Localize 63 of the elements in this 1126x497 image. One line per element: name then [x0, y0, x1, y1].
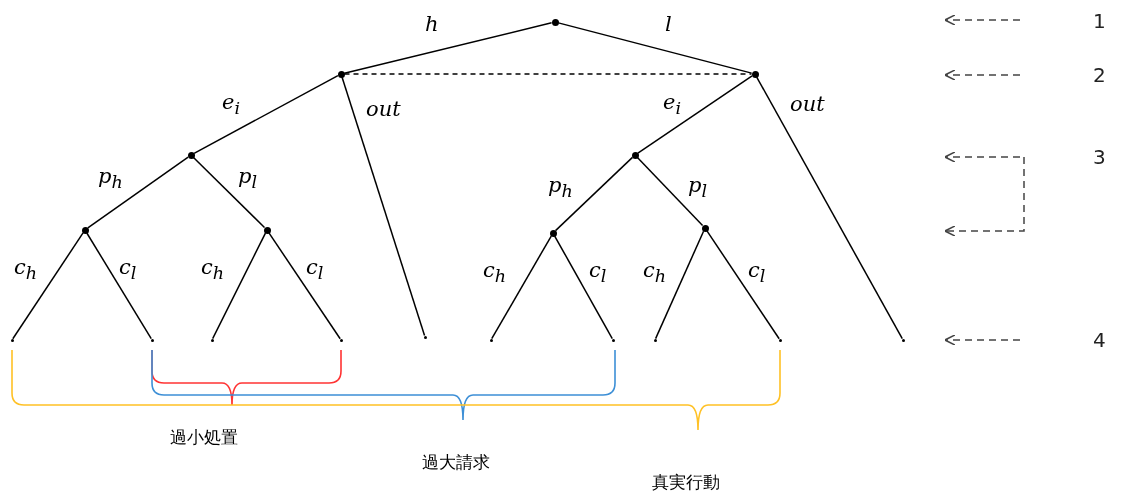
- decision-node-dot: [187, 151, 195, 159]
- branch-end: [611, 338, 615, 342]
- branch-line: [636, 156, 704, 227]
- edge-label: c$_{h}$: [483, 258, 507, 289]
- branch-end: [778, 338, 782, 342]
- branch-line: [706, 230, 780, 340]
- edge-label: c$_{h}$: [643, 258, 667, 289]
- edge-label: out: [366, 97, 401, 121]
- branch-line: [554, 156, 634, 232]
- branch-end: [150, 338, 154, 342]
- decision-node-dot: [631, 151, 639, 159]
- edge-label: e$_{i}$: [222, 90, 241, 121]
- branch-line: [192, 156, 266, 229]
- branch-line: [553, 235, 613, 340]
- level-number: 1: [1093, 10, 1106, 32]
- edge-label: p$_{h}$: [98, 164, 123, 195]
- branch-end: [423, 335, 427, 339]
- branch-line: [268, 232, 341, 340]
- branch-line: [193, 74, 339, 155]
- edge-label: c$_{h}$: [14, 255, 38, 286]
- bracket-label: 真実行動: [652, 471, 720, 493]
- decision-node-dot: [751, 70, 759, 78]
- level-number: 3: [1093, 146, 1106, 168]
- branch-end: [901, 338, 905, 342]
- edge-label: p$_{h}$: [548, 173, 573, 204]
- branch-line: [87, 156, 189, 229]
- decision-node-dot: [337, 70, 345, 78]
- branch-line: [755, 76, 903, 340]
- bracket-label: 過大請求: [422, 451, 490, 473]
- branch-end: [653, 338, 657, 342]
- edge-label: l: [665, 12, 672, 36]
- edge-label: c$_{l}$: [306, 255, 324, 286]
- branch-line: [637, 75, 753, 154]
- edge-label: c$_{l}$: [748, 258, 766, 289]
- branch-line: [491, 235, 552, 340]
- information-set-line: [343, 73, 753, 75]
- edge-label: h: [425, 12, 439, 36]
- decision-node-dot: [551, 18, 559, 26]
- branch-line: [211, 232, 267, 340]
- branch-line: [12, 232, 84, 340]
- edge-label: c$_{l}$: [119, 255, 137, 286]
- branch-line: [341, 76, 426, 337]
- edge-label: e$_{i}$: [663, 90, 682, 121]
- branch-end: [10, 338, 14, 342]
- branch-line: [86, 232, 152, 340]
- branch-end: [489, 338, 493, 342]
- level-number: 2: [1093, 64, 1106, 86]
- decision-node-dot: [81, 226, 89, 234]
- edge-label: out: [790, 92, 825, 116]
- decision-node-dot: [701, 224, 709, 232]
- bracket-label: 過小処置: [170, 426, 238, 448]
- branch-line: [343, 22, 553, 74]
- branch-end: [210, 338, 214, 342]
- edge-label: p$_{l}$: [238, 164, 258, 195]
- branch-line: [557, 22, 753, 74]
- edge-label: c$_{h}$: [201, 255, 225, 286]
- level-number: 4: [1093, 329, 1106, 351]
- decision-node-dot: [549, 229, 557, 237]
- edge-label: c$_{l}$: [589, 258, 607, 289]
- decision-node-dot: [263, 226, 271, 234]
- branch-end: [339, 338, 343, 342]
- branch-line: [654, 230, 705, 340]
- edge-label: p$_{l}$: [688, 173, 708, 204]
